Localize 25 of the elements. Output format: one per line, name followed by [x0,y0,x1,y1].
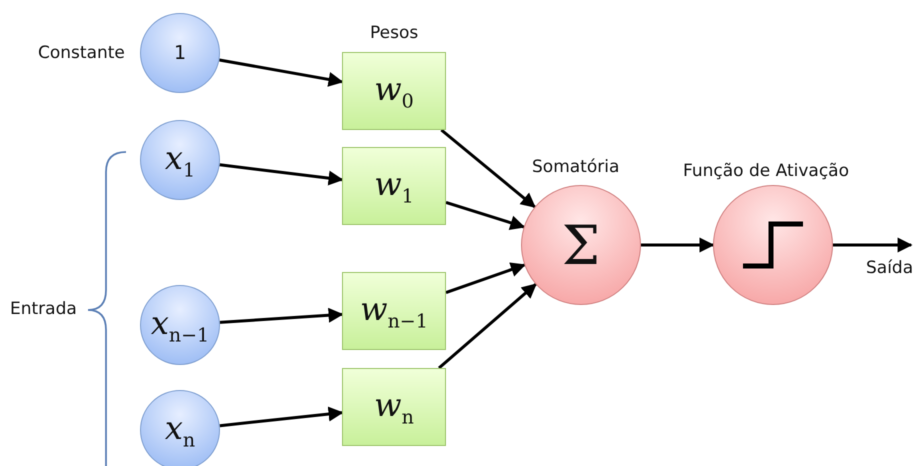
sigma-symbol: Σ [562,214,600,276]
arrow [220,163,344,186]
arrow [833,238,913,252]
arrow [438,283,537,370]
input-symbol: x$_{n}$ [164,408,196,452]
input-symbol: x$_{n−1}$ [150,304,210,346]
output-label: Saída [866,258,914,278]
node-heading: Função de Ativação [683,161,849,181]
column-label: Pesos [370,23,418,43]
arrow [220,406,344,428]
weight-symbol: w$_{n−1}$ [360,290,428,332]
group-label: Entrada [10,299,77,319]
input-symbol: 1 [174,42,186,64]
weight-symbol: w$_{n}$ [374,386,414,428]
arrow [219,58,344,87]
input-symbol: x$_{1}$ [164,138,196,182]
node-caption: Constante [38,43,125,63]
arrow [446,200,526,230]
node-heading: Somatória [532,157,620,177]
arrow [220,308,344,324]
weight-symbol: w$_{0}$ [374,70,414,112]
arrow [446,262,526,294]
arrow [440,128,536,208]
arrow [641,238,714,252]
weight-symbol: w$_{1}$ [374,164,414,208]
